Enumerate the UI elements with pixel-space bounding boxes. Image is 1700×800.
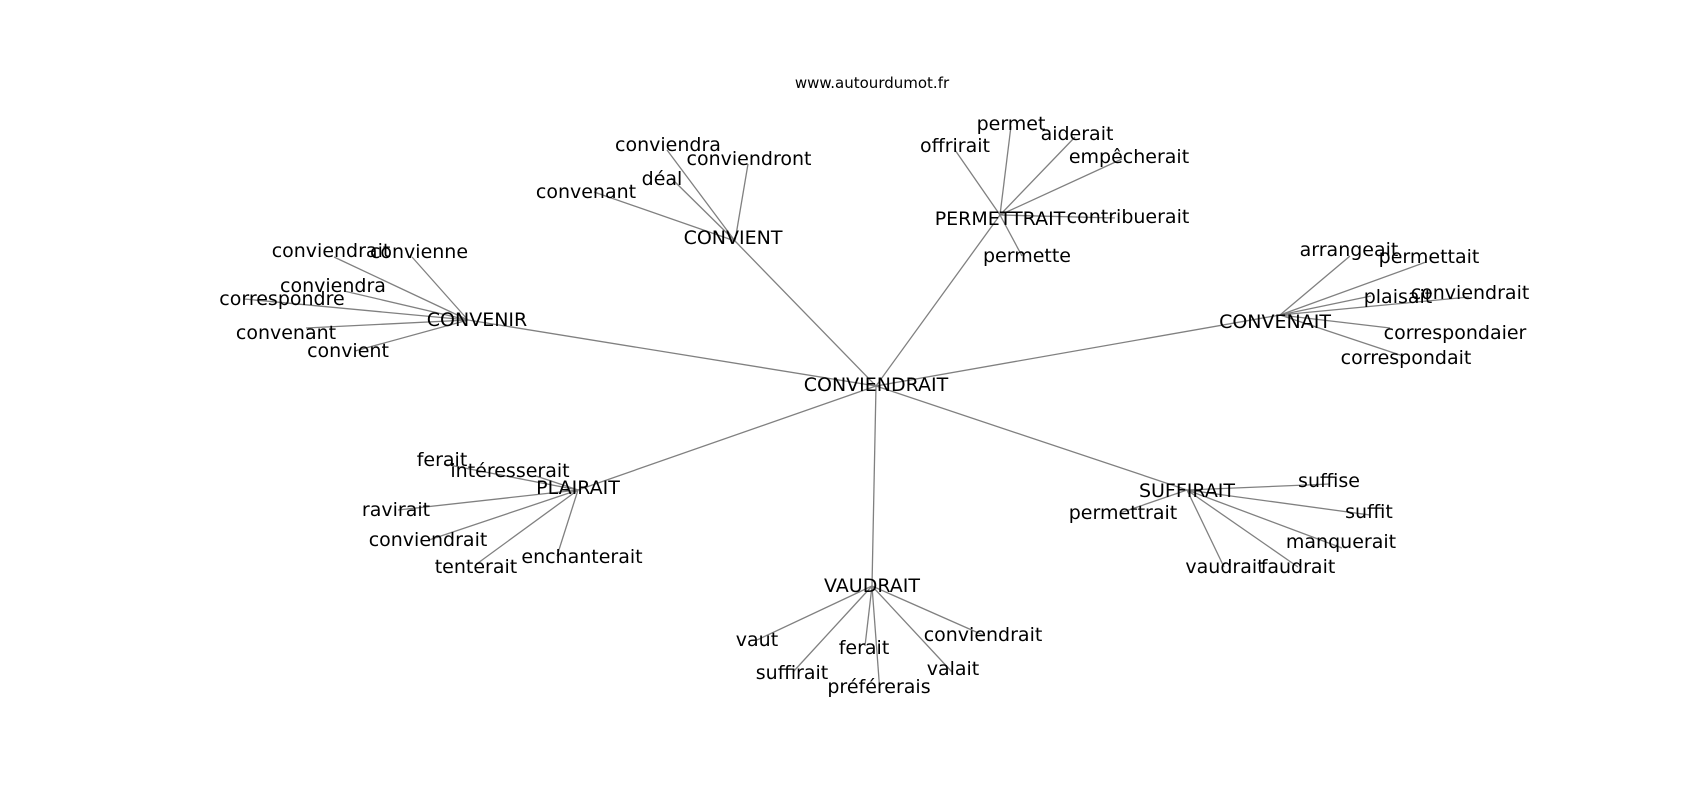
leaf-node-label: contribuerait: [1067, 206, 1190, 228]
leaf-node-label: suffise: [1298, 470, 1360, 492]
hub-node-label: CONVENIR: [427, 309, 527, 331]
leaf-node-label: ferait: [417, 449, 468, 471]
leaf-node-label: permette: [983, 245, 1071, 267]
edge-vaudrait-leaf: [871, 585, 953, 673]
edge-permettrait-leaf: [954, 149, 1001, 216]
hub-node-label: CONVENAIT: [1219, 311, 1331, 333]
leaf-node-label: déal: [642, 168, 683, 190]
leaf-node-label: aiderait: [1041, 123, 1114, 145]
leaf-node-label: conviendrait: [1411, 282, 1530, 304]
edge-permettrait-leaf: [999, 158, 1123, 216]
edge-plairait-leaf: [428, 489, 579, 541]
leaf-node-label: convient: [307, 340, 389, 362]
edge-convenir-leaf: [333, 256, 469, 321]
leaf-node-label: offrirait: [920, 135, 990, 157]
leaf-node-label: correspondait: [1341, 347, 1472, 369]
edge-permettrait-leaf: [999, 136, 1076, 216]
leaf-node-label: ferait: [839, 637, 890, 659]
edge-convenir-leaf: [305, 319, 469, 329]
leaf-node-label: correspondre: [219, 288, 344, 310]
edge-convenait-leaf: [1279, 261, 1427, 316]
edge-plairait-leaf: [443, 463, 579, 491]
leaf-node-label: empêcherait: [1069, 146, 1189, 168]
edge-root-to-convient: [734, 240, 877, 387]
edge-vaudrait-leaf: [871, 585, 881, 694]
edge-convenir-leaf: [343, 290, 469, 321]
hub-node-label: VAUDRAIT: [824, 575, 920, 597]
edge-convenir-leaf: [243, 298, 469, 321]
leaf-node-label: conviendrait: [272, 240, 391, 262]
leaf-node-label: vaudrait: [1185, 556, 1264, 578]
hub-node-label: PERMETTRAIT: [935, 208, 1066, 230]
edge-vaudrait-leaf: [871, 585, 984, 636]
leaf-node-label: conviendra: [615, 134, 721, 156]
edge-permettrait-leaf: [999, 214, 1023, 257]
edge-root-to-convenir: [467, 319, 877, 387]
leaf-node-label: conviendrait: [924, 624, 1043, 646]
edge-root-to-convenait: [875, 314, 1281, 387]
edge-vaudrait-leaf: [792, 585, 873, 673]
leaf-node-label: permettrait: [1069, 502, 1178, 524]
edge-root-to-suffirait: [875, 385, 1188, 491]
edge-convient-leaf: [670, 177, 736, 242]
edge-convenait-leaf: [1279, 314, 1404, 357]
edge-root-to-vaudrait: [871, 385, 877, 587]
edge-vaudrait-leaf: [864, 585, 873, 647]
edge-root-to-permettrait: [875, 214, 1001, 387]
edge-suffirait-leaf: [1186, 489, 1225, 568]
leaf-node-label: préférerais: [827, 676, 930, 698]
leaf-node-label: intéresserait: [450, 460, 569, 482]
leaf-node-label: vaut: [736, 629, 778, 651]
leaf-node-label: suffirait: [756, 662, 829, 684]
leaf-node-label: conviendrait: [369, 529, 488, 551]
edge-root-to-plairait: [577, 385, 877, 491]
leaf-node-label: correspondaier: [1384, 322, 1527, 344]
edge-convenait-leaf: [1279, 296, 1470, 316]
root-node-label: CONVIENDRAIT: [804, 374, 949, 396]
leaf-node-label: faudrait: [1261, 556, 1336, 578]
edge-suffirait-leaf: [1186, 483, 1331, 491]
edge-convient-leaf: [734, 163, 749, 242]
leaf-node-label: conviendront: [687, 148, 812, 170]
edge-convenir-leaf: [354, 319, 469, 352]
edge-plairait-leaf: [535, 475, 579, 491]
edge-permettrait-leaf: [999, 125, 1012, 216]
edge-suffirait-leaf: [1186, 489, 1343, 549]
edge-plairait-leaf: [397, 489, 579, 511]
edge-convient-leaf: [666, 149, 736, 242]
edge-permettrait-leaf: [999, 214, 1116, 219]
leaf-node-label: convenant: [236, 322, 336, 344]
edge-plairait-leaf: [556, 489, 579, 557]
edge-suffirait-leaf: [1186, 489, 1371, 516]
leaf-node-label: ravirait: [362, 499, 430, 521]
edge-convenait-leaf: [1279, 255, 1351, 316]
hub-node-label: PLAIRAIT: [536, 477, 620, 499]
edge-convenait-leaf: [1279, 295, 1372, 316]
leaf-node-label: arrangeait: [1300, 239, 1399, 261]
hub-node-label: CONVIENT: [684, 227, 783, 249]
edge-convient-leaf: [593, 191, 736, 242]
leaf-node-label: convienne: [370, 241, 468, 263]
hub-node-label: SUFFIRAIT: [1139, 480, 1235, 502]
graph-labels: www.autourdumot.fr CONVIENDRAIT CONVIENT c…: [219, 74, 1529, 698]
leaf-node-label: suffit: [1345, 501, 1393, 523]
leaf-node-label: convenant: [536, 181, 636, 203]
leaf-node-label: valait: [927, 658, 980, 680]
edge-suffirait-leaf: [1119, 489, 1188, 514]
edge-suffirait-leaf: [1186, 489, 1299, 568]
edge-vaudrait-leaf: [756, 585, 873, 641]
leaf-node-label: permettait: [1379, 246, 1480, 268]
leaf-node-label: enchanterait: [521, 546, 642, 568]
leaf-node-label: manquerait: [1286, 531, 1396, 553]
site-url: www.autourdumot.fr: [795, 74, 950, 92]
leaf-node-label: permet: [977, 113, 1046, 135]
edge-convenait-leaf: [1279, 314, 1391, 329]
leaf-node-label: tenterait: [435, 556, 518, 578]
leaf-node-label: plaisait: [1364, 286, 1433, 308]
edge-convenir-leaf: [411, 256, 469, 321]
edge-plairait-leaf: [477, 489, 579, 564]
leaf-node-label: conviendra: [280, 275, 386, 297]
graph-edges: [243, 125, 1470, 694]
